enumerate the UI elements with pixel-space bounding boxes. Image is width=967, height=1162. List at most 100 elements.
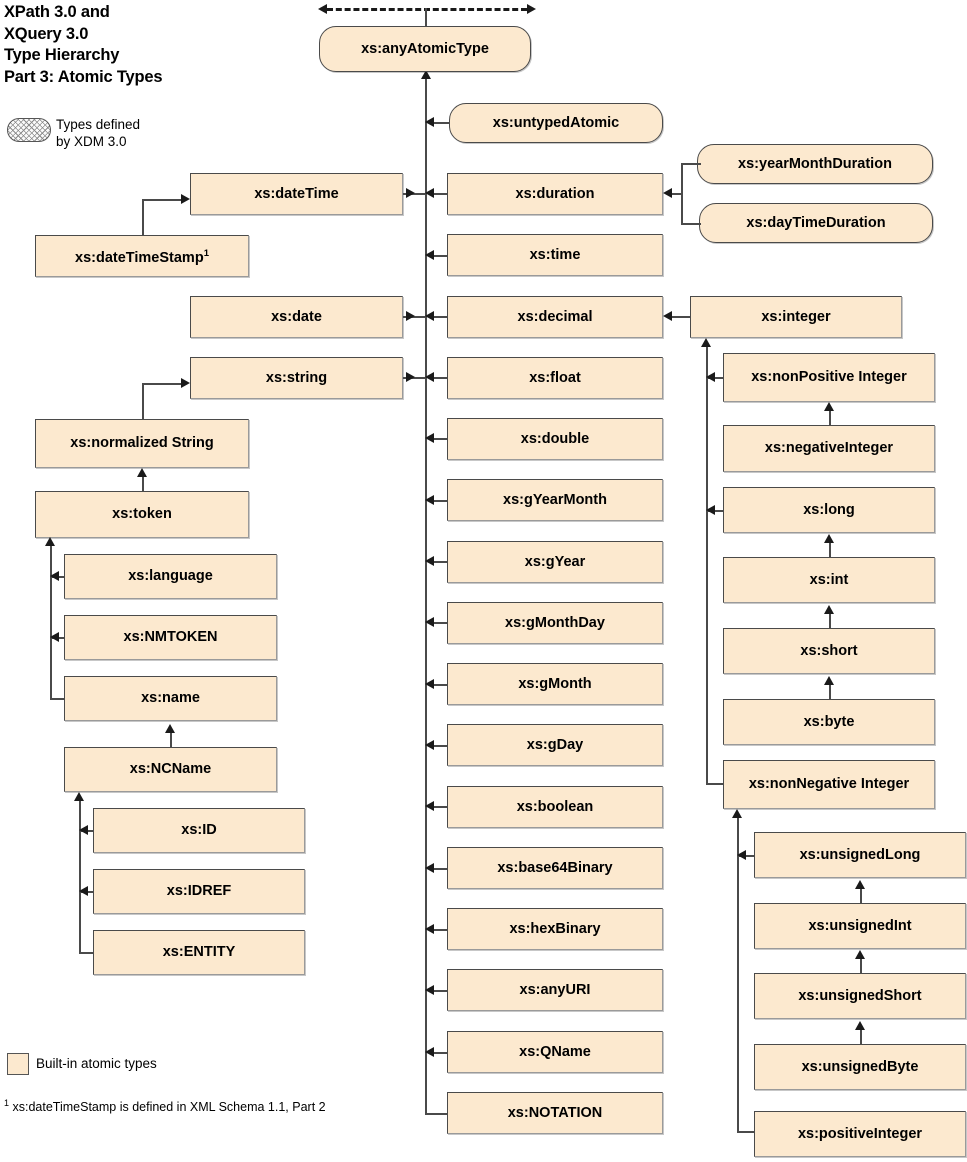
node-string[interactable]: xs:string — [190, 357, 403, 399]
edge-arrow-long-icon — [706, 505, 715, 515]
edge-base64Binary — [434, 868, 447, 870]
node-positiveInteger[interactable]: xs:positiveInteger — [754, 1111, 966, 1157]
edge-arrow-boolean-icon — [425, 801, 434, 811]
edge-arrow-normalizedString-icon — [181, 378, 190, 388]
node-label: xs:QName — [519, 1043, 591, 1060]
node-label: xs:unsignedLong — [799, 846, 921, 863]
title-line-3: Type Hierarchy — [4, 46, 120, 64]
node-date[interactable]: xs:date — [190, 296, 403, 338]
edge-NCName — [170, 733, 172, 748]
node-ENTITY[interactable]: xs:ENTITY — [93, 930, 305, 975]
edge-positiveInteger — [737, 1131, 754, 1133]
node-float[interactable]: xs:float — [447, 357, 663, 399]
edge-arrow-QName-icon — [425, 1047, 434, 1057]
node-time[interactable]: xs:time — [447, 234, 663, 276]
title-line-2: XQuery 3.0 — [4, 24, 89, 43]
node-normalizedString[interactable]: xs:normalized String — [35, 419, 249, 468]
node-label: xs:language — [128, 568, 213, 584]
edge-yearMonthDuration — [681, 163, 701, 165]
edge-arrow-unsignedInt-icon — [855, 880, 865, 889]
node-unsignedInt[interactable]: xs:unsignedInt — [754, 903, 966, 949]
node-gMonthDay[interactable]: xs:gMonthDay — [447, 602, 663, 644]
page-title: XPath 3.0 and XQuery 3.0 Type Hierarchy … — [4, 2, 304, 88]
node-label: xs:double — [520, 430, 590, 447]
edge-arrow-NMTOKEN-icon — [50, 632, 59, 642]
edge-nonNegativeInteger — [706, 783, 723, 785]
edge-arrow-decimal-icon — [425, 311, 434, 321]
node-unsignedShort[interactable]: xs:unsignedShort — [754, 973, 966, 1019]
node-nonNegativeInteger[interactable]: xs:nonNegative Integer — [723, 760, 935, 809]
node-boolean[interactable]: xs:boolean — [447, 786, 663, 828]
node-token[interactable]: xs:token — [35, 491, 249, 538]
node-label: xs:ENTITY — [162, 944, 236, 960]
node-label: xs:gMonthDay — [505, 614, 605, 631]
edge-arrow-untypedAtomic-icon — [425, 117, 434, 127]
edge-arrow-IDREF-icon — [79, 886, 88, 896]
edge-arrow-gYearMonth-icon — [425, 495, 434, 505]
node-label: xs:dateTime — [254, 185, 339, 202]
edge-gYearMonth — [434, 500, 447, 502]
node-anyURI[interactable]: xs:anyURI — [447, 969, 663, 1011]
node-byte[interactable]: xs:byte — [723, 699, 935, 745]
dashed-connector-to-part2 — [327, 8, 527, 11]
node-label: xs:NOTATION — [507, 1104, 603, 1121]
node-hexBinary[interactable]: xs:hexBinary — [447, 908, 663, 950]
node-label: xs:integer — [761, 308, 831, 325]
node-QName[interactable]: xs:QName — [447, 1031, 663, 1073]
edge-token — [142, 477, 144, 492]
node-label: xs:gYearMonth — [503, 491, 607, 508]
node-decimal[interactable]: xs:decimal — [447, 296, 663, 338]
node-long[interactable]: xs:long — [723, 487, 935, 533]
edge-arrow-gDay-icon — [425, 740, 434, 750]
node-dateTimeStamp[interactable]: xs:dateTimeStamp1 — [35, 235, 249, 277]
node-label: xs:dateTimeStamp — [75, 249, 204, 266]
node-gMonth[interactable]: xs:gMonth — [447, 663, 663, 705]
node-int[interactable]: xs:int — [723, 557, 935, 603]
node-IDREF[interactable]: xs:IDREF — [93, 869, 305, 914]
edge-arrow-string-icon — [406, 372, 415, 382]
node-base64Binary[interactable]: xs:base64Binary — [447, 847, 663, 889]
edge-gYear — [434, 561, 447, 563]
node-anyAtomicType[interactable]: xs:anyAtomicType — [319, 26, 531, 72]
node-ID[interactable]: xs:ID — [93, 808, 305, 853]
edge-arrow-ID-icon — [79, 825, 88, 835]
node-yearMonthDuration[interactable]: xs:yearMonthDuration — [697, 144, 933, 184]
edge-arrow-language-icon — [50, 571, 59, 581]
node-label: xs:gYear — [524, 553, 586, 570]
edge-time — [434, 255, 447, 257]
node-double[interactable]: xs:double — [447, 418, 663, 460]
edge-name — [50, 698, 64, 700]
node-label: xs:NCName — [129, 761, 212, 777]
node-NCName[interactable]: xs:NCName — [64, 747, 277, 792]
node-label: xs:byte — [803, 713, 855, 730]
edge-unsignedInt — [860, 889, 862, 904]
title-line-4: Part 3: Atomic Types — [4, 67, 163, 86]
node-nonPositiveInteger[interactable]: xs:nonPositive Integer — [723, 353, 935, 402]
node-short[interactable]: xs:short — [723, 628, 935, 674]
node-gDay[interactable]: xs:gDay — [447, 724, 663, 766]
edge-double — [434, 438, 447, 440]
arrow-into-anyatomictype-icon — [421, 70, 431, 79]
node-duration[interactable]: xs:duration — [447, 173, 663, 215]
node-untypedAtomic[interactable]: xs:untypedAtomic — [449, 103, 663, 143]
node-language[interactable]: xs:language — [64, 554, 277, 599]
legend-xdm-label-line-2: by XDM 3.0 — [56, 134, 127, 149]
node-NMTOKEN[interactable]: xs:NMTOKEN — [64, 615, 277, 660]
node-gYearMonth[interactable]: xs:gYearMonth — [447, 479, 663, 521]
edge-arrow-nonneg-children-icon — [732, 809, 742, 818]
node-dayTimeDuration[interactable]: xs:dayTimeDuration — [699, 203, 933, 243]
node-label: xs:time — [529, 246, 581, 263]
node-gYear[interactable]: xs:gYear — [447, 541, 663, 583]
edge-arrow-token-icon — [137, 468, 147, 477]
node-label: xs:anyAtomicType — [361, 40, 489, 57]
node-label: xs:duration — [515, 185, 595, 202]
node-negativeInteger[interactable]: xs:negativeInteger — [723, 425, 935, 472]
node-unsignedByte[interactable]: xs:unsignedByte — [754, 1044, 966, 1090]
node-NOTATION[interactable]: xs:NOTATION — [447, 1092, 663, 1134]
footnote: 1 xs:dateTimeStamp is defined in XML Sch… — [4, 1094, 404, 1116]
node-unsignedLong[interactable]: xs:unsignedLong — [754, 832, 966, 878]
edge-byte — [829, 685, 831, 700]
node-dateTime[interactable]: xs:dateTime — [190, 173, 403, 215]
node-integer[interactable]: xs:integer — [690, 296, 902, 338]
node-name[interactable]: xs:name — [64, 676, 277, 721]
